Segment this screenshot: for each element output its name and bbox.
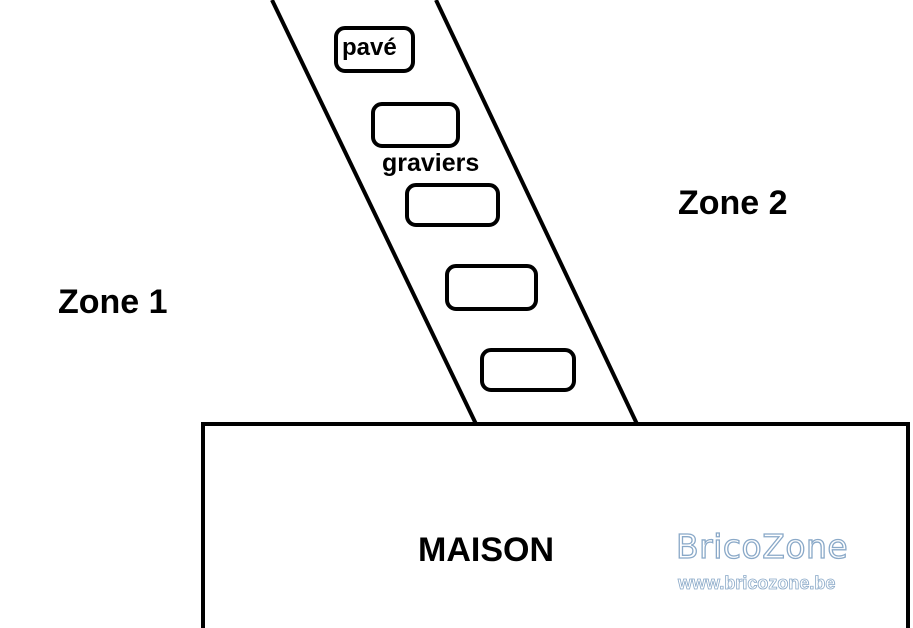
paving-stone (334, 26, 415, 73)
paving-stone (445, 264, 538, 311)
paving-stone (405, 183, 500, 227)
path-right-edge (434, 0, 639, 425)
pave-label: pavé (342, 34, 397, 61)
paving-stone (480, 348, 576, 392)
zone-2-label: Zone 2 (678, 184, 788, 222)
zone-1-label: Zone 1 (58, 283, 168, 321)
watermark-url: www.bricozone.be (678, 573, 836, 593)
house-outline (201, 422, 910, 628)
watermark-brand: BricoZone (675, 527, 849, 566)
paving-stone (371, 102, 460, 148)
maison-label: MAISON (418, 531, 554, 569)
path-left-edge (270, 0, 478, 425)
graviers-label: graviers (382, 149, 480, 177)
